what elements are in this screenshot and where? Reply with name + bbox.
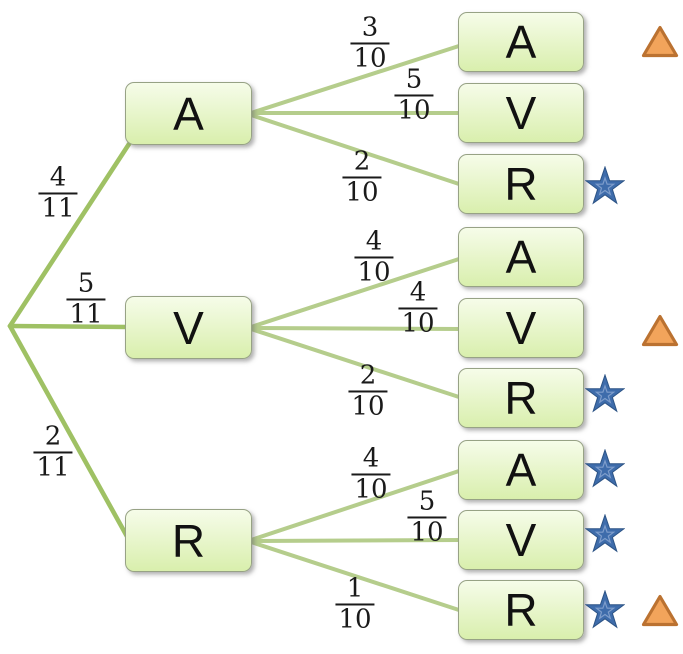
probability-A-A: 3 10	[350, 12, 390, 72]
node-level1-A: A	[125, 82, 252, 145]
leaf-node-AR: R	[458, 154, 584, 214]
fraction-denominator: 10	[335, 603, 375, 633]
probability-V-A: 4 10	[354, 226, 394, 286]
fraction-numerator: 4	[409, 277, 427, 308]
branch-root-to-V	[7, 323, 130, 330]
leaf-node-RR: R	[458, 580, 584, 640]
branch-R-to-RA	[249, 468, 464, 542]
branch-R-to-RV	[249, 538, 464, 543]
star-icon	[585, 166, 625, 205]
branch-root-to-A	[7, 141, 132, 329]
branch-A-to-AA	[249, 43, 464, 115]
fraction-numerator: 4	[365, 226, 383, 257]
probability-R-R: 1 10	[335, 573, 375, 633]
fraction-denominator: 11	[33, 451, 73, 481]
fraction-denominator: 10	[348, 390, 388, 420]
probability-root-V: 5 11	[66, 268, 106, 328]
triangle-icon	[641, 25, 679, 58]
triangle-icon	[641, 314, 679, 347]
probability-R-A: 4 10	[351, 443, 391, 503]
fraction-denominator: 10	[342, 176, 382, 206]
fraction-denominator: 10	[354, 256, 394, 286]
fraction-numerator: 3	[361, 12, 379, 43]
probability-R-V: 5 10	[407, 486, 447, 546]
fraction-denominator: 10	[407, 516, 447, 546]
probability-A-R: 2 10	[342, 146, 382, 206]
fraction-denominator: 10	[351, 473, 391, 503]
branch-V-to-VR	[249, 327, 464, 400]
branch-R-to-RR	[249, 540, 464, 613]
fraction-denominator: 10	[394, 94, 434, 124]
fraction-numerator: 2	[359, 360, 377, 391]
leaf-node-RA: A	[458, 440, 584, 500]
fraction-numerator: 5	[405, 64, 423, 95]
fraction-numerator: 5	[418, 486, 436, 517]
probability-V-R: 2 10	[348, 360, 388, 420]
leaf-node-AV: V	[458, 83, 584, 143]
fraction-denominator: 11	[66, 298, 106, 328]
leaf-node-VV: V	[458, 298, 584, 358]
probability-root-A: 4 11	[38, 162, 78, 222]
fraction-numerator: 2	[353, 146, 371, 177]
star-icon	[585, 590, 625, 629]
fraction-denominator: 11	[38, 192, 78, 222]
fraction-numerator: 5	[77, 268, 95, 299]
fraction-denominator: 10	[350, 42, 390, 72]
node-level1-R: R	[125, 509, 252, 572]
leaf-node-AA: A	[458, 12, 584, 72]
fraction-numerator: 1	[346, 573, 364, 604]
probability-A-V: 5 10	[394, 64, 434, 124]
triangle-icon	[641, 594, 679, 627]
branch-V-to-VA	[249, 256, 464, 329]
branch-A-to-AR	[249, 113, 464, 187]
fraction-numerator: 4	[49, 162, 67, 193]
leaf-node-VA: A	[458, 227, 584, 287]
probability-V-V: 4 10	[398, 277, 438, 337]
star-icon	[585, 514, 625, 553]
star-icon	[585, 374, 625, 413]
branch-V-to-VV	[249, 326, 464, 331]
leaf-node-RV: V	[458, 510, 584, 570]
node-level1-V: V	[125, 296, 252, 359]
probability-root-R: 2 11	[33, 421, 73, 481]
star-icon	[585, 449, 625, 488]
branch-root-to-R	[7, 323, 132, 543]
fraction-numerator: 2	[44, 421, 62, 452]
leaf-node-VR: R	[458, 368, 584, 428]
fraction-denominator: 10	[398, 307, 438, 337]
fraction-numerator: 4	[362, 443, 380, 474]
